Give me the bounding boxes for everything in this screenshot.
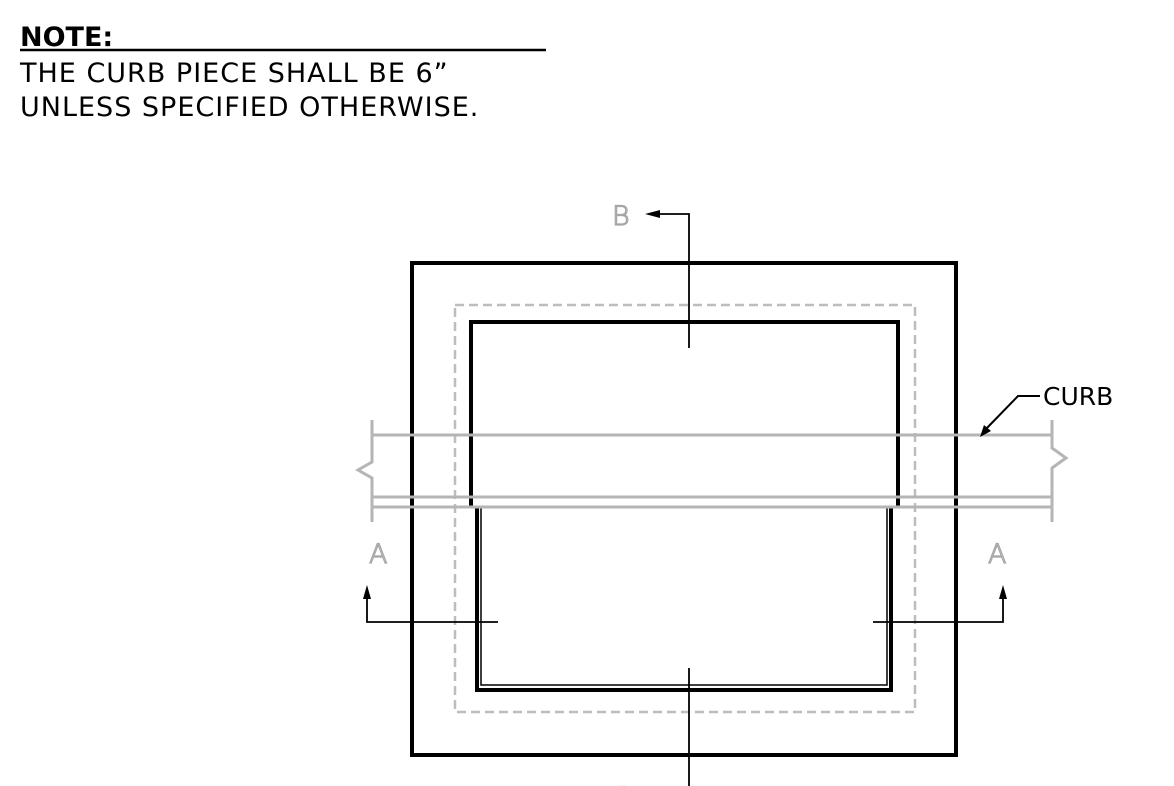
section-a-cut-left [366,597,498,623]
note-line-2: UNLESS SPECIFIED OTHERWISE. [20,92,479,123]
note-line-1: THE CURB PIECE SHALL BE 6” [19,58,449,89]
section-b-top-label: B [612,201,630,232]
curb [354,420,1069,522]
curb-break-right [1050,420,1069,522]
section-a-right-label: A [988,539,1006,570]
section-a-cut-right [873,597,1004,623]
curb-label: CURB [1043,382,1113,411]
curb-break-left [354,420,374,522]
outer-boundary [410,261,958,757]
inner-box-lower [475,508,893,692]
section-b-cut [656,213,690,786]
inner-box-upper [469,320,900,508]
inner-box-lower-inner-line [480,508,888,686]
section-b-bottom-label: B [616,782,634,786]
section-a-right-arrow-icon [999,585,1007,599]
note-title: NOTE: [20,22,113,53]
section-a-left-arrow-icon [363,585,371,599]
curb-leader [980,395,1040,437]
section-b-top-line [656,213,690,348]
note-block: NOTE: THE CURB PIECE SHALL BE 6” UNLESS … [19,22,546,123]
section-b-arrow-icon [645,210,660,218]
section-a-left-label: A [369,539,387,570]
